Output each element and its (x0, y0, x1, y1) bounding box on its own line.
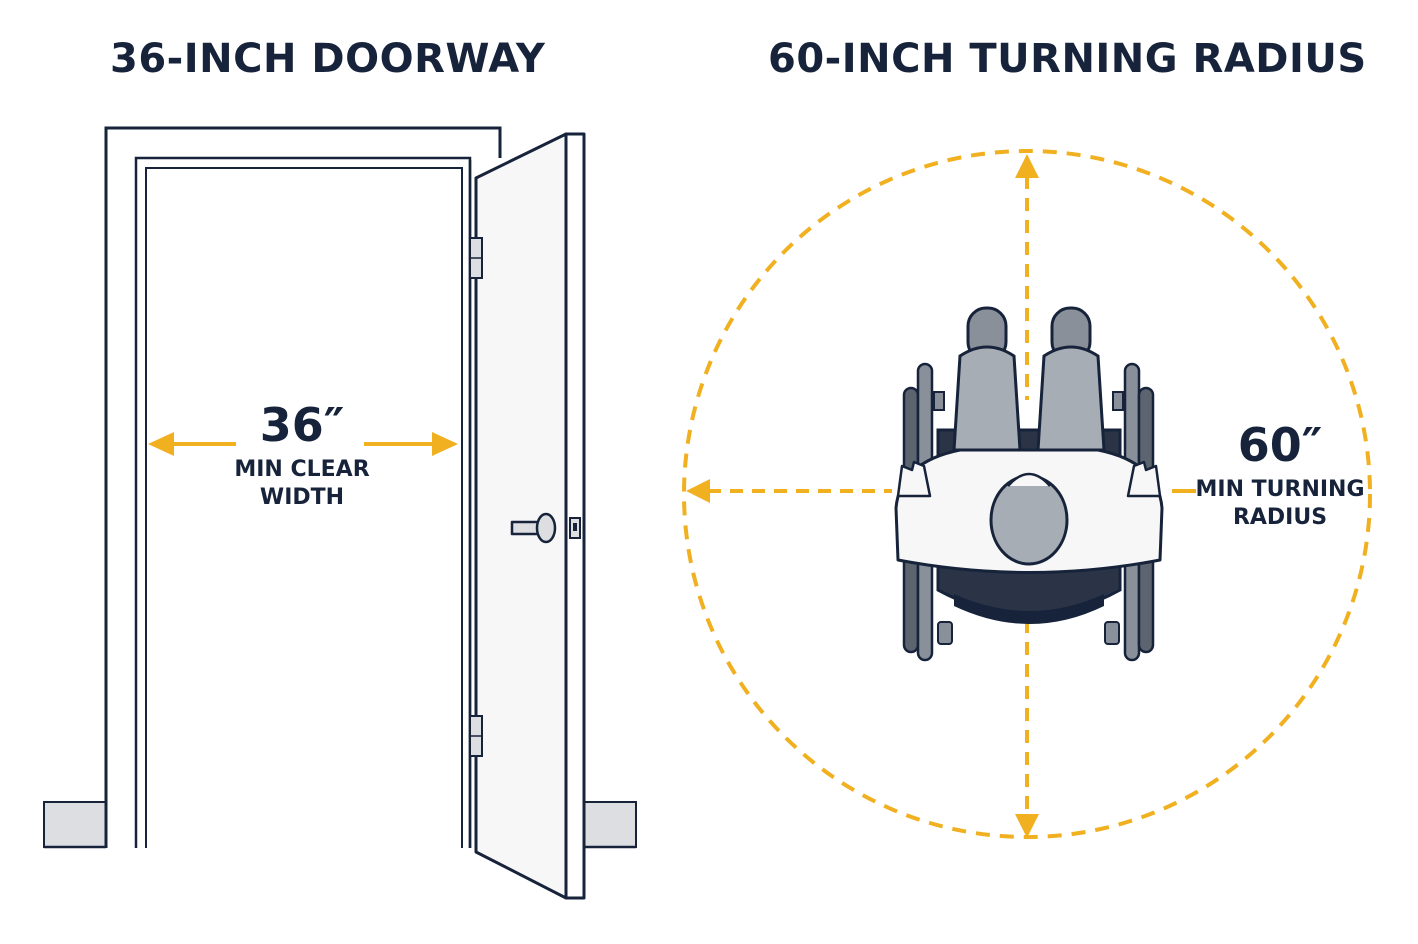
door-leaf (474, 132, 568, 900)
door-handle-icon (510, 512, 581, 544)
baseboard-left (43, 801, 107, 848)
turning-caption-line2: RADIUS (1232, 505, 1328, 530)
radius-arrow-up (1015, 154, 1039, 400)
door-jamb-inner (145, 167, 463, 848)
turning-caption-line1: MIN TURNING (1195, 477, 1365, 502)
doorway-width-caption: MIN CLEAR WIDTH (202, 456, 402, 512)
doorway-caption-line1: MIN CLEAR (234, 457, 370, 482)
doorway-width-value: 36″ (259, 398, 345, 452)
turning-radius-value: 60″ (1237, 418, 1323, 472)
doorway-illustration (43, 126, 637, 900)
door-width-arrow-left (148, 432, 236, 456)
doorway-caption-line2: WIDTH (259, 485, 345, 510)
turning-radius-illustration (682, 149, 1372, 839)
door-jamb (134, 156, 472, 848)
turning-radius-caption: MIN TURNING RADIUS (1180, 476, 1380, 532)
hinge-top-icon (469, 237, 483, 279)
doorway-title: 36-INCH DOORWAY (110, 36, 546, 82)
door-edge (564, 132, 586, 900)
wheelchair-icon (894, 306, 1164, 662)
radius-arrow-left (686, 479, 892, 503)
hinge-bottom-icon (469, 715, 483, 757)
turning-radius-title: 60-INCH TURNING RADIUS (768, 36, 1367, 82)
baseboard-right (583, 801, 637, 848)
door-width-arrow-right (364, 432, 458, 456)
radius-arrow-down (1015, 620, 1039, 838)
door-frame (104, 126, 502, 848)
